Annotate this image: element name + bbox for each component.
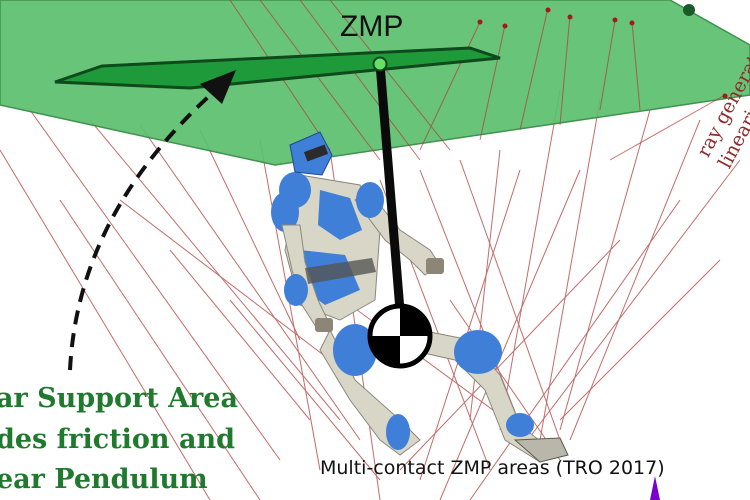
- humanoid-robot: [271, 131, 569, 463]
- figure-caption: Multi-contact ZMP areas (TRO 2017): [320, 457, 665, 479]
- friction-cone-rays-upper: [229, 0, 726, 161]
- zmp-point: [372, 56, 388, 72]
- cursor-pointer-icon: [650, 476, 660, 500]
- support-area-text-line-2: des friction and: [0, 424, 235, 455]
- friction-cone-rays-lower: [0, 89, 741, 500]
- center-of-mass-symbol: [367, 303, 433, 369]
- multi-contact-support-area: [0, 0, 750, 166]
- support-area-text-line-3: ear Pendulum: [0, 464, 208, 495]
- support-area-vertex: [683, 4, 695, 16]
- support-area-text-line-1: ar Support Area: [0, 383, 238, 414]
- zmp-area-polygon: [54, 46, 501, 90]
- zmp-label: ZMP: [340, 10, 404, 43]
- dashed-arrow: [68, 86, 220, 371]
- pendulum-rod: [375, 59, 407, 340]
- ray-generator-dots: [477, 7, 728, 99]
- arrow-head: [200, 70, 236, 104]
